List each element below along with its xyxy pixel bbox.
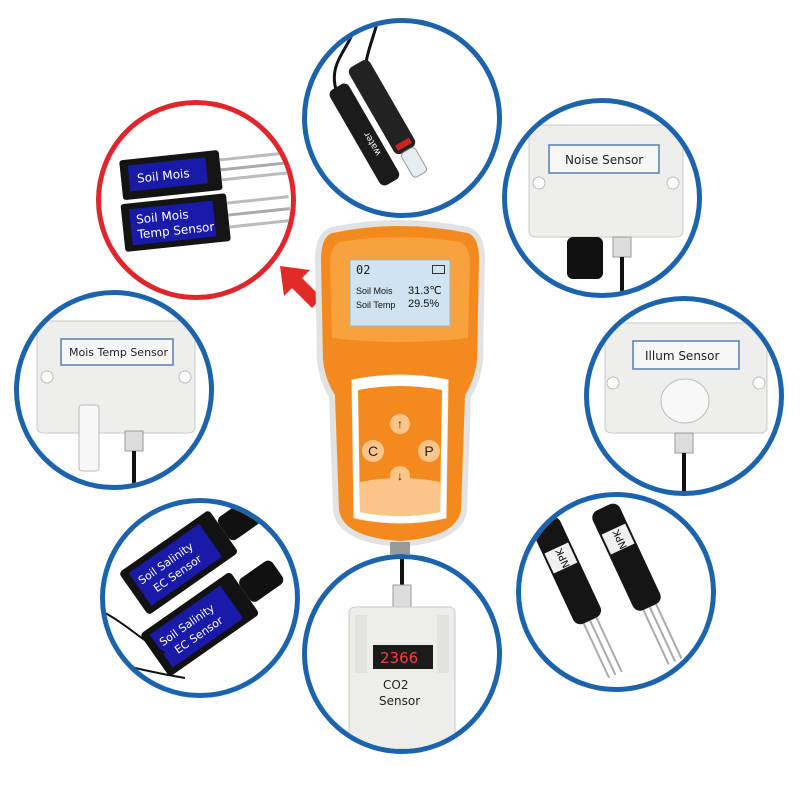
arrow-up-icon: ↑ (397, 417, 403, 431)
screen-row2-label: Soil Temp (356, 300, 396, 310)
salinity-sensor-image: Soil Salinity EC Sensor Soil Salinity EC… (105, 503, 284, 679)
co2-label-1: CO2 (383, 678, 408, 692)
soil-probe-image: Soil Mois Soil Mois Temp Sensor (119, 150, 291, 252)
mois-temp-label: Mois Temp Sensor (69, 346, 168, 359)
illum-sensor-image: Illum Sensor (604, 322, 768, 491)
npk-sensor-image: NPK NPK (532, 503, 683, 679)
co2-sensor-image: 2366 CO2 Sensor (348, 559, 456, 749)
water-probe-image: water (329, 23, 427, 186)
screen-row2-value: 29.5% (408, 298, 440, 310)
red-arrow-icon (280, 266, 322, 308)
mois-temp-sensor-circle: Mois Temp Sensor (14, 290, 214, 490)
soil-mois-label: Soil Mois (136, 166, 190, 185)
key-up[interactable]: ↑ (390, 414, 410, 434)
screen-row1-label: Soil Mois (356, 286, 393, 296)
noise-label: Noise Sensor (565, 153, 643, 167)
npk-sensor-circle: NPK NPK (516, 492, 716, 692)
co2-label-2: Sensor (379, 694, 420, 708)
illum-label: Illum Sensor (645, 349, 720, 363)
mois-temp-sensor-image: Mois Temp Sensor (36, 320, 196, 485)
salinity-sensor-circle: Soil Salinity EC Sensor Soil Salinity EC… (100, 498, 300, 698)
battery-icon (432, 265, 445, 274)
key-p[interactable]: P (418, 440, 440, 462)
screen-row1-value: 31.3℃ (408, 285, 442, 297)
noise-sensor-image: Noise Sensor (528, 124, 684, 293)
noise-sensor-circle: Noise Sensor (502, 98, 702, 298)
handheld-device: 02 Soil Mois 31.3℃ Soil Temp 29.5% ↑ C P… (310, 220, 490, 554)
water-probe-circle: water (302, 18, 502, 218)
arrow-down-icon: ↓ (397, 469, 403, 483)
co2-display: 2366 (380, 649, 418, 667)
co2-sensor-circle: 2366 CO2 Sensor (302, 554, 502, 754)
soil-mois-temp-label-1: Soil Mois (135, 207, 189, 226)
illum-sensor-circle: Illum Sensor (584, 296, 784, 496)
key-down[interactable]: ↓ (390, 466, 410, 486)
screen-channel: 02 (356, 263, 371, 277)
soil-probe-circle: Soil Mois Soil Mois Temp Sensor (96, 100, 296, 300)
key-c[interactable]: C (362, 440, 384, 462)
